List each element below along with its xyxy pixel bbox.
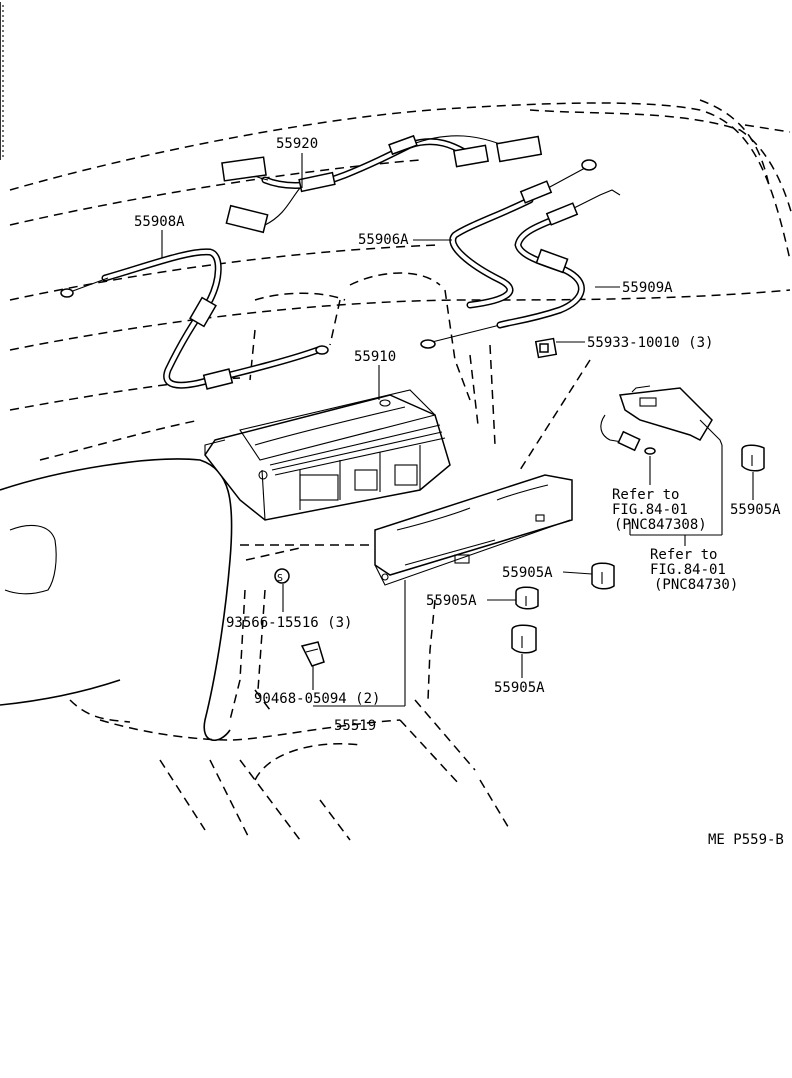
dashboard-outline (9, 99, 792, 841)
label-knob-d: 55905A (494, 680, 545, 696)
label-refer-1-line1: Refer to (612, 487, 679, 503)
clip (300, 641, 325, 667)
sensor-assembly (600, 385, 723, 455)
label-cable-center: 55906A (358, 232, 409, 248)
control-cable-left (60, 248, 329, 390)
label-refer-2-line1: Refer to (650, 547, 717, 563)
label-cable-left: 55908A (134, 214, 185, 230)
label-panel: 55519 (334, 718, 376, 734)
control-cable-center (420, 159, 597, 349)
clip-nut (534, 337, 558, 359)
screw-icon (274, 568, 290, 584)
svg-text:S: S (277, 573, 283, 584)
label-clip-nut: 55933-10010 (3) (587, 335, 713, 351)
label-harness: 55920 (276, 136, 318, 152)
label-knob-b: 55905A (502, 565, 553, 581)
label-refer-1-line3: (PNC847308) (614, 517, 707, 533)
control-cable-right (496, 189, 621, 329)
console-outline (0, 2, 233, 741)
leader-lines (161, 153, 754, 707)
label-knob-a: 55905A (730, 502, 781, 518)
heater-control-unit (204, 389, 451, 521)
label-clip: 90468-05094 (2) (254, 691, 380, 707)
knob-lower (511, 624, 537, 654)
control-panel-55519 (374, 474, 573, 586)
label-refer-2-line3: (PNC84730) (654, 577, 738, 593)
knob-upper (591, 562, 615, 590)
label-knob-c: 55905A (426, 593, 477, 609)
label-refer-1-line2: FIG.84-01 (612, 502, 688, 518)
diagram-code: ME P559-B (708, 832, 784, 848)
label-screw: 93566-15516 (3) (226, 615, 352, 631)
label-cable-right: 55909A (622, 280, 673, 296)
knob-right (741, 444, 765, 472)
label-control-unit: 55910 (354, 349, 396, 365)
knob-middle (515, 586, 539, 610)
wire-harness (221, 134, 543, 234)
label-refer-2-line2: FIG.84-01 (650, 562, 726, 578)
